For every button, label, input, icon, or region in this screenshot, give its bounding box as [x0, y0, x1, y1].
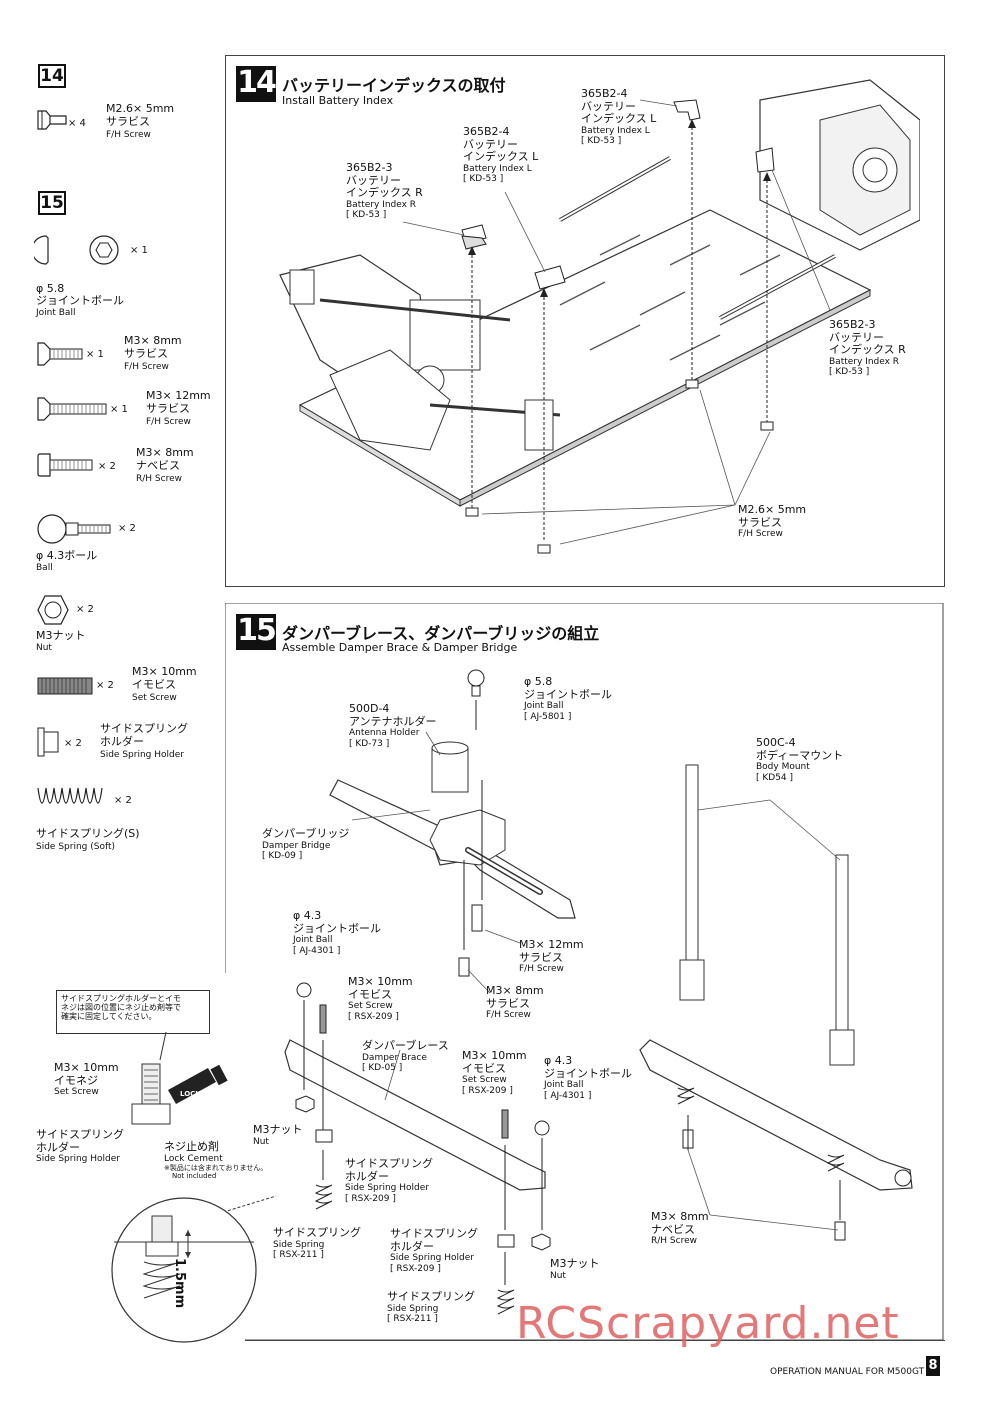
- ball-stud-icon: [37, 514, 111, 544]
- part-size: サイドスプリング: [100, 722, 188, 735]
- callout-side-spring-a: サイドスプリング Side Spring [ RSX-211 ]: [273, 1226, 361, 1260]
- part-qty: × 2: [114, 795, 132, 806]
- callout-fh-screw-14: M2.6× 5mm サラビス F/H Screw: [738, 503, 807, 540]
- section-14-title: バッテリーインデックスの取付: [282, 76, 506, 95]
- part-size: φ 4.3ボール: [36, 549, 98, 562]
- part-size: M3× 10mm: [132, 665, 197, 678]
- fh-screw-icon: [37, 110, 67, 130]
- callout-nut-a: M3ナット Nut: [253, 1123, 303, 1147]
- damper-assembly-drawing: [284, 669, 913, 1315]
- part-size: M3× 8mm: [124, 334, 182, 347]
- note-holder-label: サイドスプリング ホルダー Side Spring Holder: [36, 1128, 124, 1165]
- set-screw-icon: [37, 677, 93, 695]
- part-name-jp: サラビス: [106, 115, 150, 128]
- callout-battery-index-r-right: 365B2-3 バッテリー インデックス R Battery Index R […: [829, 318, 906, 378]
- part-name-jp: ホルダー: [100, 735, 144, 748]
- part-qty: × 2: [98, 461, 116, 472]
- dimension-label: 1.5mm: [172, 1258, 187, 1309]
- lock-detail-drawing: [131, 1031, 228, 1125]
- section-15-number: 15: [236, 613, 277, 650]
- spring-holder-icon: [37, 727, 59, 757]
- callout-m3-8-fh: M3× 8mm サラビス F/H Screw: [486, 984, 544, 1021]
- footer-manual-title: OPERATION MANUAL FOR M500GT: [770, 1367, 925, 1377]
- part-qty: × 2: [118, 523, 136, 534]
- part-size: サイドスプリング(S): [36, 827, 140, 840]
- chassis-assembly-drawing: [279, 79, 920, 554]
- hex-nut-icon: [37, 595, 69, 625]
- part-name-en: Set Screw: [132, 693, 177, 703]
- section-14-subtitle: Install Battery Index: [282, 94, 394, 107]
- part-name-en: Side Spring (Soft): [36, 842, 116, 852]
- part-name-jp: サラビス: [146, 402, 190, 415]
- spring-icon: [37, 787, 103, 804]
- callout-joint-ball-58: φ 5.8 ジョイントボール Joint Ball [ AJ-5801 ]: [524, 675, 612, 722]
- part-qty: × 1: [86, 349, 104, 360]
- step-15-parts-label: 15: [38, 191, 66, 215]
- part-name-jp: ナベビス: [136, 459, 180, 472]
- note-lock-cement-label: ネジ止め剤 Lock Cement ※製品には含まれておりません。 Not in…: [164, 1140, 268, 1181]
- step-14-parts-label: 14: [38, 64, 66, 88]
- fh-screw-icon: [37, 397, 107, 421]
- part-name-en: Joint Ball: [36, 308, 76, 318]
- part-name-en: F/H Screw: [124, 362, 169, 372]
- part-name-en: F/H Screw: [146, 417, 191, 427]
- joint-ball-icon: [34, 235, 119, 265]
- part-name-en: Ball: [36, 563, 53, 573]
- part-size: M3× 8mm: [136, 446, 194, 459]
- page-number: 8: [926, 1356, 940, 1376]
- callout-side-spring-b: サイドスプリング Side Spring [ RSX-211 ]: [387, 1290, 475, 1324]
- callout-joint-ball-43-b: φ 4.3 ジョイントボール Joint Ball [ AJ-4301 ]: [544, 1054, 632, 1101]
- part-qty: × 4: [68, 118, 86, 129]
- callout-antenna-holder: 500D-4 アンテナホルダー Antenna Holder [ KD-73 ]: [349, 702, 437, 749]
- callout-damper-bridge: ダンパーブリッジ Damper Bridge [ KD-09 ]: [262, 827, 350, 861]
- callout-m3-12-fh: M3× 12mm サラビス F/H Screw: [519, 938, 584, 975]
- part-name-jp: ジョイントボール: [36, 294, 124, 307]
- note-setscrew-label: M3× 10mm イモネジ Set Screw: [54, 1061, 119, 1098]
- footer-rule: [245, 1340, 945, 1341]
- part-name-en: R/H Screw: [136, 474, 182, 484]
- callout-battery-index-r: 365B2-3 バッテリー インデックス R Battery Index R […: [346, 161, 423, 221]
- section-15-subtitle: Assemble Damper Brace & Damper Bridge: [282, 641, 518, 654]
- part-name-jp: イモビス: [132, 678, 176, 691]
- callout-set-screw-a: M3× 10mm イモビス Set Screw [ RSX-209 ]: [348, 975, 413, 1022]
- callout-nut-b: M3ナット Nut: [550, 1257, 600, 1281]
- rh-screw-icon: [37, 453, 93, 477]
- lock-tube-label: LOCK: [180, 1090, 201, 1098]
- part-qty: × 2: [96, 680, 114, 691]
- part-qty: × 1: [110, 404, 128, 415]
- section-14-frame: [225, 55, 945, 587]
- part-name-jp: サラビス: [124, 347, 168, 360]
- callout-damper-brace: ダンパーブレース Damper Brace [ KD-05 ]: [362, 1039, 449, 1073]
- fh-screw-icon: [37, 342, 83, 366]
- callout-body-mount: 500C-4 ボディーマウント Body Mount [ KD54 ]: [756, 736, 844, 783]
- watermark: RCScrapyard.net: [516, 1298, 900, 1349]
- callout-joint-ball-43-a: φ 4.3 ジョイントボール Joint Ball [ AJ-4301 ]: [293, 909, 381, 956]
- magnified-detail-drawing: [111, 1195, 277, 1343]
- part-size: M3ナット: [36, 629, 86, 642]
- note-box: サイドスプリングホルダーとイモ ネジは図の位置にネジ止め剤等で 確実に固定してく…: [56, 990, 210, 1034]
- section-14-number: 14: [236, 65, 277, 102]
- part-size: M3× 12mm: [146, 389, 211, 402]
- callout-battery-index-l: 365B2-4 バッテリー インデックス L Battery Index L […: [463, 125, 539, 185]
- part-size: M2.6× 5mm: [106, 102, 175, 115]
- callout-rh-screw: M3× 8mm ナベビス R/H Screw: [651, 1210, 709, 1247]
- callout-spring-holder-b: サイドスプリング ホルダー Side Spring Holder [ RSX-2…: [390, 1227, 478, 1274]
- part-qty: × 2: [64, 738, 82, 749]
- callout-spring-holder-a: サイドスプリング ホルダー Side Spring Holder [ RSX-2…: [345, 1157, 433, 1204]
- part-name-en: F/H Screw: [106, 130, 151, 140]
- part-qty: × 1: [130, 245, 148, 256]
- callout-set-screw-b: M3× 10mm イモビス Set Screw [ RSX-209 ]: [462, 1049, 527, 1096]
- callout-battery-index-l-top: 365B2-4 バッテリー インデックス L Battery Index L […: [581, 87, 657, 147]
- part-name-en: Nut: [36, 643, 52, 653]
- part-name-en: Side Spring Holder: [100, 750, 184, 760]
- section-15-title: ダンパーブレース、ダンパーブリッジの組立: [282, 624, 600, 643]
- part-qty: × 2: [76, 604, 94, 615]
- part-size: φ 5.8: [36, 282, 65, 295]
